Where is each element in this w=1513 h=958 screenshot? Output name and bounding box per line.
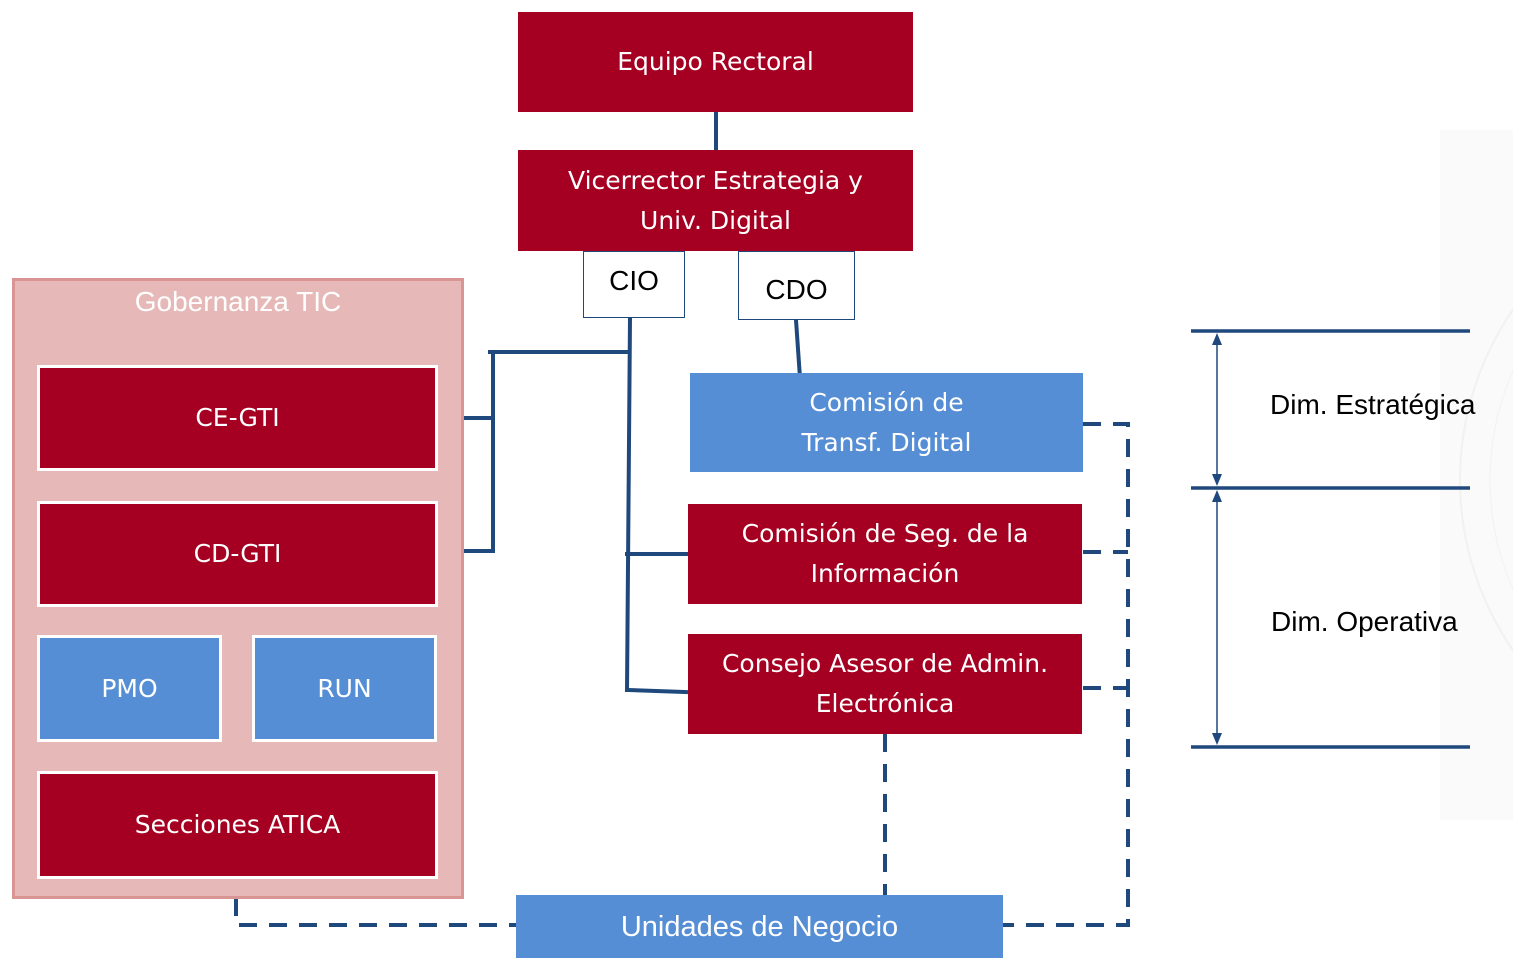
ce-gti-label: CE-GTI xyxy=(195,403,280,432)
gobernanza-tic-title: Gobernanza TIC xyxy=(134,286,342,317)
line-to-consejo xyxy=(624,687,689,695)
line-cdo-to-comision-transf xyxy=(793,317,803,381)
equipo-rectoral-label: Equipo Rectoral xyxy=(617,47,814,76)
vicerrector-label-line1: Vicerrector Estrategia y xyxy=(568,165,863,195)
cio-label: CIO xyxy=(609,264,659,296)
cdo-box: CDO xyxy=(738,251,855,320)
university-seal-watermark xyxy=(1440,130,1513,820)
dim-operativa-label: Dim. Operativa xyxy=(1271,606,1458,637)
arrowhead-down-1 xyxy=(1212,474,1222,486)
consejo-asesor-label-line1: Consejo Asesor de Admin. xyxy=(721,649,1049,678)
cd-gti-label: CD-GTI xyxy=(193,539,282,568)
consejo-asesor-label-line2: Electrónica xyxy=(815,689,955,718)
unidades-negocio-box: Unidades de Negocio xyxy=(516,895,1003,958)
vicerrector-label-line2: Univ. Digital xyxy=(640,205,791,235)
comision-seg-label-line1: Comisión de Seg. de la xyxy=(741,519,1029,548)
equipo-rectoral-box: Equipo Rectoral xyxy=(518,12,913,112)
run-label: RUN xyxy=(317,673,372,703)
arrowhead-up-1 xyxy=(1212,333,1222,345)
dim-estrategica-label: Dim. Estratégica xyxy=(1270,389,1476,420)
secciones-atica-label: Secciones ATICA xyxy=(134,810,341,839)
cd-gti-box: CD-GTI xyxy=(37,501,438,607)
arrowhead-up-2 xyxy=(1212,490,1222,502)
cio-box: CIO xyxy=(583,251,685,318)
dashed-gobernanza-to-unidades xyxy=(234,898,516,927)
pmo-label: PMO xyxy=(101,673,158,703)
consejo-asesor-box: Consejo Asesor de Admin. Electrónica xyxy=(688,634,1082,734)
run-box: RUN xyxy=(252,635,437,742)
comision-transf-label-line1: Comisión de xyxy=(809,387,964,417)
ce-gti-box: CE-GTI xyxy=(37,365,438,471)
secciones-atica-box: Secciones ATICA xyxy=(37,771,438,879)
ce-cd-divider xyxy=(236,471,238,501)
arrowhead-down-2 xyxy=(1212,733,1222,745)
dashed-right-trunk xyxy=(1002,422,1130,927)
comision-transf-digital-box: Comisión de Transf. Digital xyxy=(690,373,1083,472)
comision-seg-informacion-box: Comisión de Seg. de la Información xyxy=(688,504,1082,604)
cdo-label: CDO xyxy=(765,273,828,305)
pmo-box: PMO xyxy=(37,635,222,742)
unidades-negocio-label: Unidades de Negocio xyxy=(620,910,899,943)
comision-seg-label-line2: Información xyxy=(810,559,960,588)
vicerrector-box: Vicerrector Estrategia y Univ. Digital xyxy=(518,150,913,251)
comision-transf-label-line2: Transf. Digital xyxy=(801,427,972,457)
line-cio-trunk xyxy=(624,315,633,693)
